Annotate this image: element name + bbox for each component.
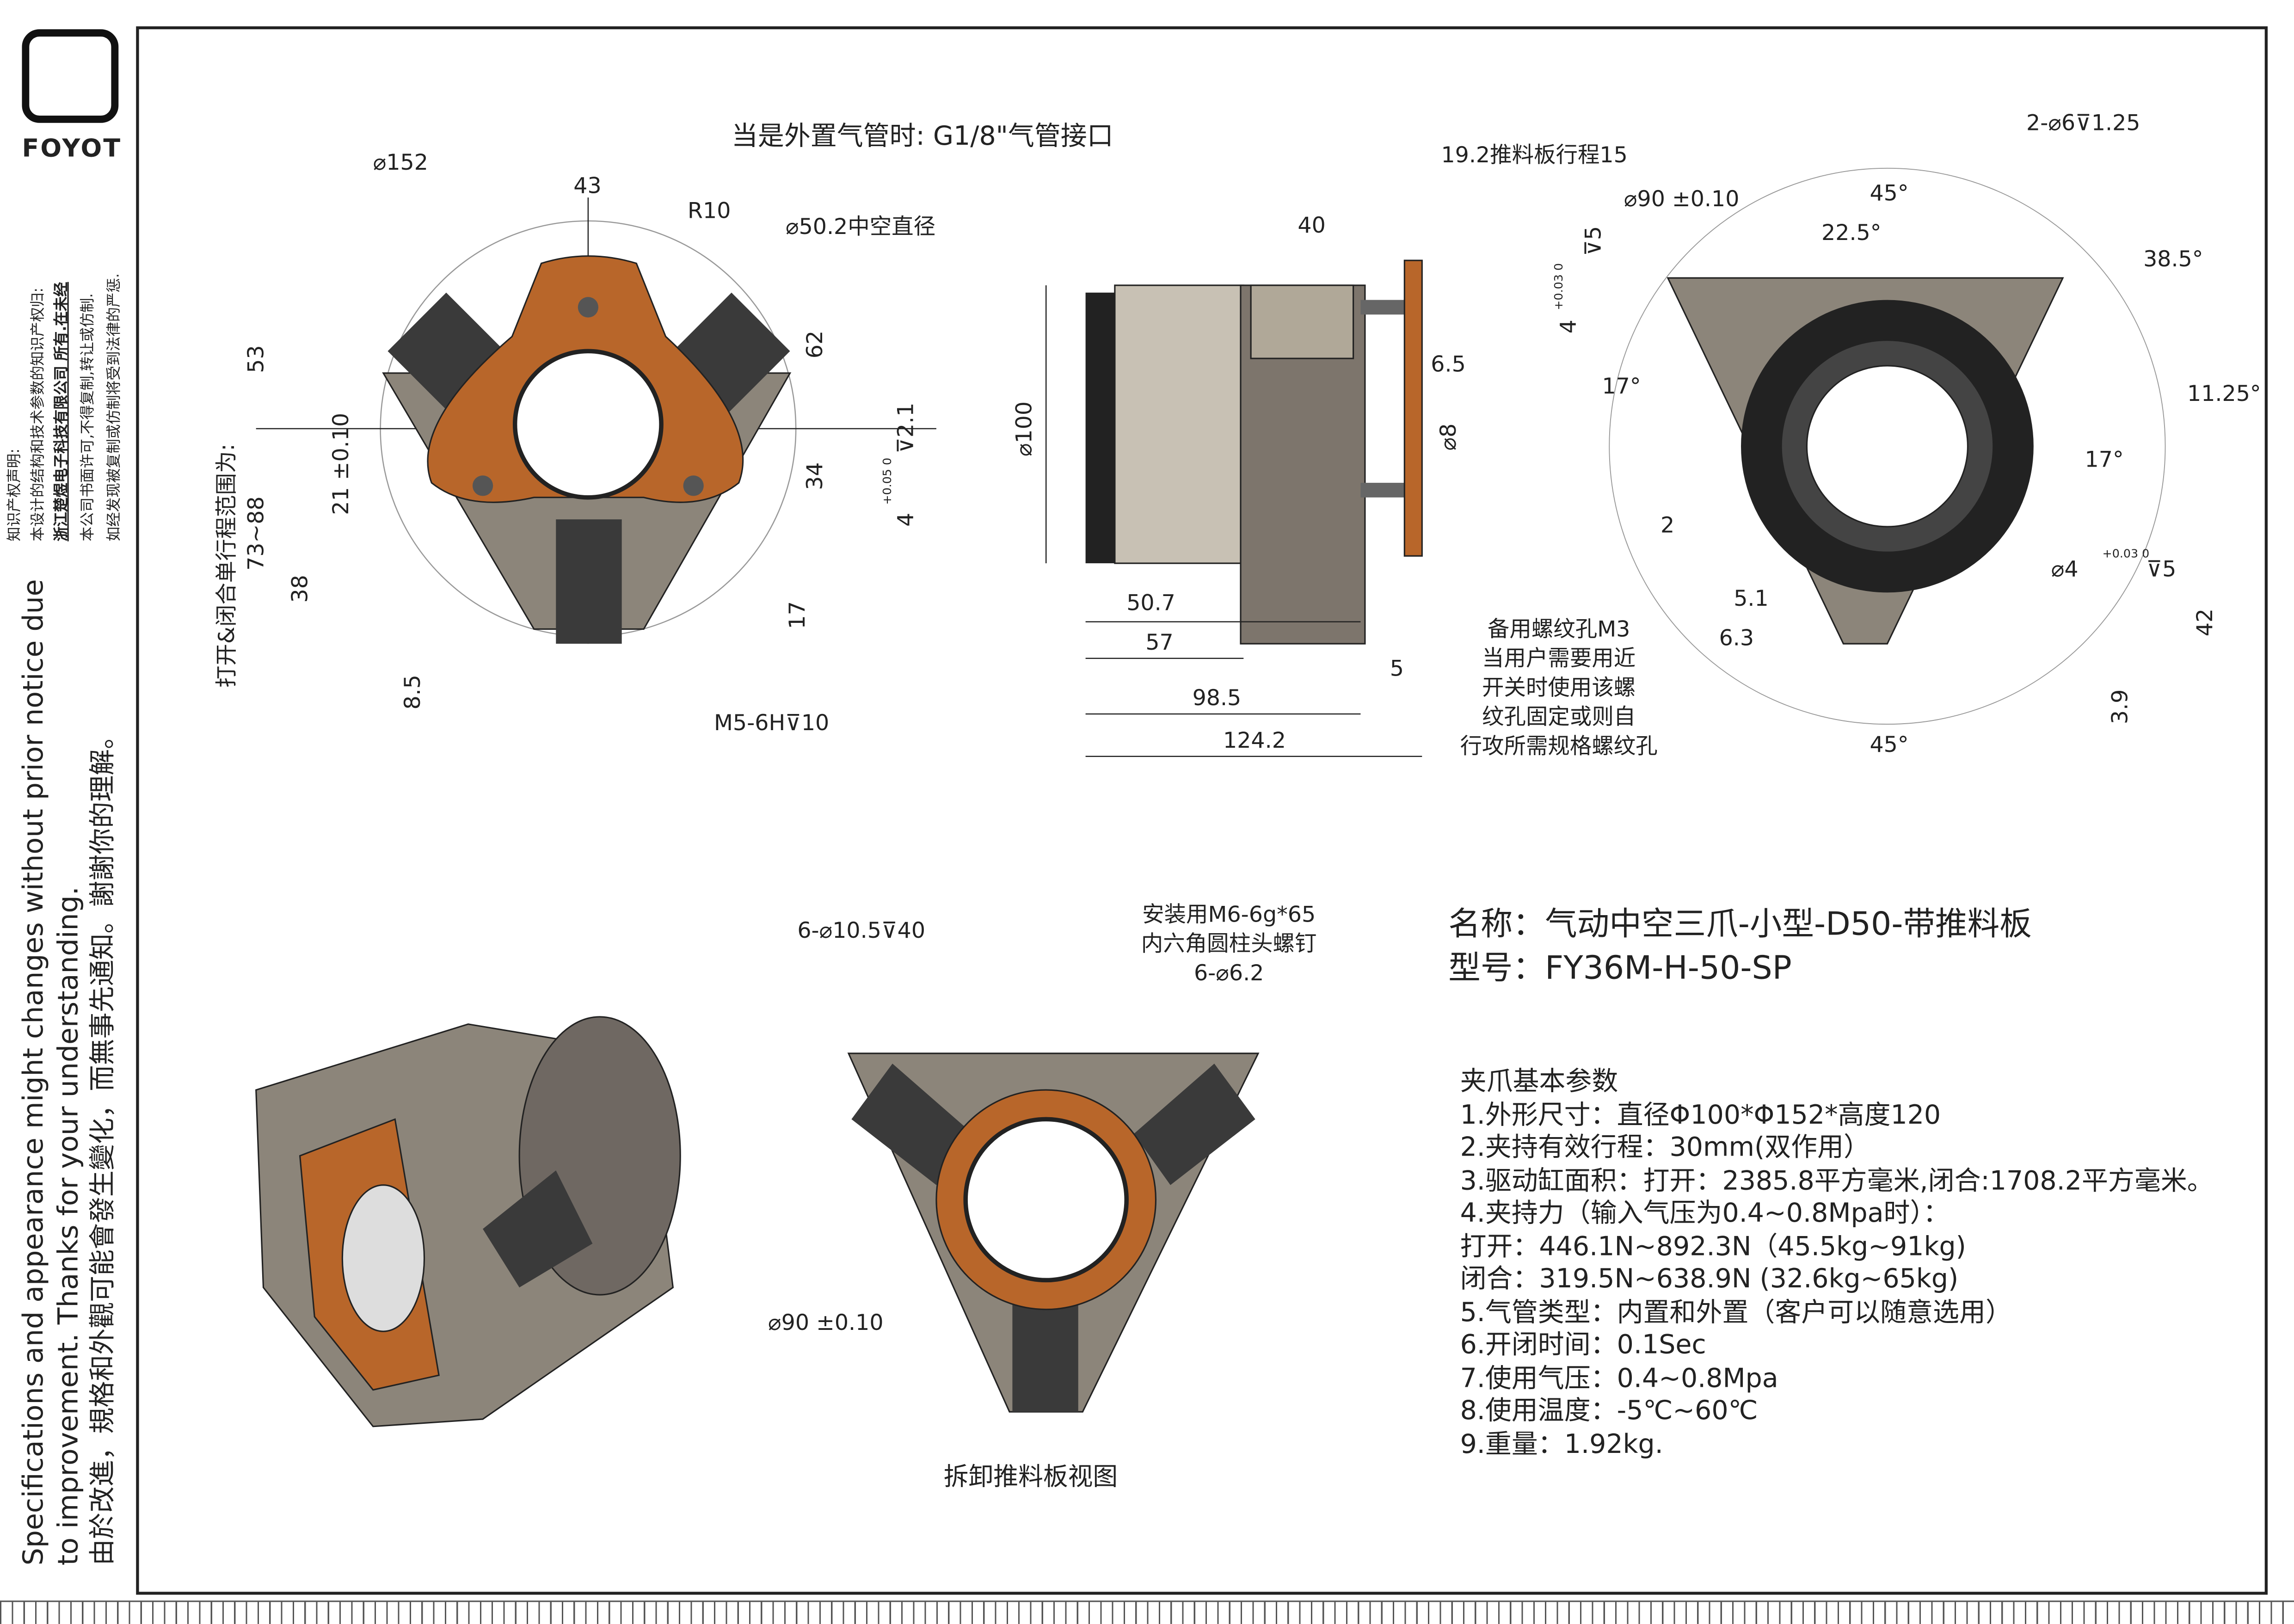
rear-view xyxy=(1609,167,2166,725)
view-caption: 拆卸推料板视图 xyxy=(943,1463,1118,1493)
dim-label: 57 xyxy=(1145,629,1174,656)
note-line: 备用螺纹孔M3 xyxy=(1487,616,1630,642)
screw-note: 安装用M6-6g*65 内六角圆柱头螺钉 6-⌀6.2 xyxy=(1119,900,1339,988)
dim-label: 8.5 xyxy=(399,675,426,710)
dim-tolerance: +0.05 0 xyxy=(880,457,894,505)
note-line: 纹孔固定或则自 xyxy=(1482,703,1636,730)
dim-label: 17° xyxy=(1602,373,1641,400)
dim-label: 43 xyxy=(573,172,602,199)
note-line: 安装用M6-6g*65 xyxy=(1142,901,1316,928)
foyot-logo-icon xyxy=(22,29,119,123)
dim-label: M5-6H⊽10 xyxy=(713,709,830,736)
ruler-scale xyxy=(0,1600,2294,1624)
dim-label: 6-⌀10.5⊽40 xyxy=(797,917,926,944)
dim-label: 124.2 xyxy=(1223,727,1286,754)
dim-label: ⌀50.2中空直径 xyxy=(786,213,936,240)
parameter-line: 3.驱动缸面积：打开：2385.8平方毫米,闭合:1708.2平方毫米。 xyxy=(1460,1165,2214,1196)
note-line: 当用户需要用近 xyxy=(1482,645,1636,672)
dim-label: 4 xyxy=(892,512,919,527)
dim-label: 45° xyxy=(1870,731,1909,758)
dim-label: 53 xyxy=(243,345,270,373)
parameter-line: 打开：446.1N~892.3N（45.5kg~91kg) xyxy=(1460,1231,1966,1262)
parameters-list: 夹爪基本参数 1.外形尺寸：直径Φ100*Φ152*高度120 2.夹持有效行程… xyxy=(1460,1066,2214,1461)
dim-label: 40 xyxy=(1298,212,1326,239)
parameter-line: 4.夹持力（输入气压为0.4~0.8Mpa时）： xyxy=(1460,1198,1950,1229)
logo-text: FOYOT xyxy=(22,135,122,164)
dim-label: 5 xyxy=(1390,655,1404,682)
dim-label: ⊽2.1 xyxy=(892,402,919,454)
parameter-line: 2.夹持有效行程：30mm(双作用） xyxy=(1460,1132,1870,1163)
parameter-line: 7.使用气压：0.4~0.8Mpa xyxy=(1460,1363,1778,1394)
isometric-view xyxy=(255,1016,681,1427)
dim-tolerance: +0.03 0 xyxy=(1552,263,1566,310)
dim-label: 98.5 xyxy=(1192,684,1242,711)
dim-label: 62 xyxy=(801,330,828,359)
parameter-line: 5.气管类型：内置和外置（客户可以随意选用） xyxy=(1460,1297,2012,1328)
dim-label: ⊽5 xyxy=(1580,226,1606,256)
dim-label: ⌀100 xyxy=(1011,401,1038,457)
dim-label: 19.2推料板行程15 xyxy=(1441,141,1628,168)
dim-label: 4 xyxy=(1555,320,1582,334)
dim-label: ⌀90 ±0.10 xyxy=(1624,185,1740,212)
dim-label: 42 xyxy=(2191,608,2218,637)
dim-label: 3.9 xyxy=(2107,689,2133,725)
dim-label: 50.7 xyxy=(1126,590,1175,616)
note-line: 行攻所需规格螺纹孔 xyxy=(1460,733,1658,760)
parameter-line: 1.外形尺寸：直径Φ100*Φ152*高度120 xyxy=(1460,1099,1941,1131)
parameters-heading: 夹爪基本参数 xyxy=(1460,1066,1618,1097)
m3-note: 备用螺纹孔M3 当用户需要用近 开关时使用该螺 纹孔固定或则自 行攻所需规格螺纹… xyxy=(1460,615,1658,761)
product-name: 名称：气动中空三爪-小型-D50-带推料板 xyxy=(1448,907,2032,944)
dim-label: 38 xyxy=(287,575,314,603)
dim-label: 38.5° xyxy=(2143,246,2203,272)
dim-label: 21 ±0.10 xyxy=(327,412,354,515)
parameter-line: 6.开闭时间：0.1Sec xyxy=(1460,1329,1706,1361)
dim-label: 6.5 xyxy=(1431,351,1466,378)
dim-label: 11.25° xyxy=(2187,380,2261,407)
dim-label: ⌀152 xyxy=(373,149,428,176)
product-model: 型号：FY36M-H-50-SP xyxy=(1448,951,1792,988)
note-line: 6-⌀6.2 xyxy=(1193,960,1264,986)
dim-label: 5.1 xyxy=(1734,585,1769,612)
dim-label: ⌀8 xyxy=(1435,423,1462,451)
dim-label: R10 xyxy=(688,197,731,224)
note-line: 开关时使用该螺 xyxy=(1482,674,1636,701)
dim-label: ⊽5 xyxy=(2146,556,2177,583)
dim-label: ⌀90 ±0.10 xyxy=(768,1309,884,1336)
dim-label: ⌀4 xyxy=(2051,556,2079,583)
dim-label: 22.5° xyxy=(1821,219,1882,246)
dim-label: 17° xyxy=(2085,446,2124,473)
drawing-frame xyxy=(136,26,2268,1595)
dim-label: 45° xyxy=(1870,180,1909,207)
dim-label: 2 xyxy=(1661,512,1675,539)
front-view xyxy=(382,255,792,644)
dim-label: 2-⌀6⊽1.25 xyxy=(2026,110,2140,136)
disassembly-view xyxy=(847,1052,1260,1413)
dim-label: 6.3 xyxy=(1719,624,1754,651)
note-line: 内六角圆柱头螺钉 xyxy=(1141,930,1317,957)
parameter-line: 闭合：319.5N~638.9N (32.6kg~65kg) xyxy=(1460,1264,1959,1295)
dim-label: 34 xyxy=(801,462,828,490)
dim-tolerance: +0.03 0 xyxy=(2102,547,2150,560)
parameter-line: 8.使用温度：-5℃~60℃ xyxy=(1460,1396,1758,1427)
parameter-line: 9.重量：1.92kg. xyxy=(1460,1428,1663,1459)
air-pipe-note: 当是外置气管时: G1/8"气管接口 xyxy=(731,121,1113,153)
dim-label: 17 xyxy=(784,601,811,629)
side-view xyxy=(1045,259,1423,757)
